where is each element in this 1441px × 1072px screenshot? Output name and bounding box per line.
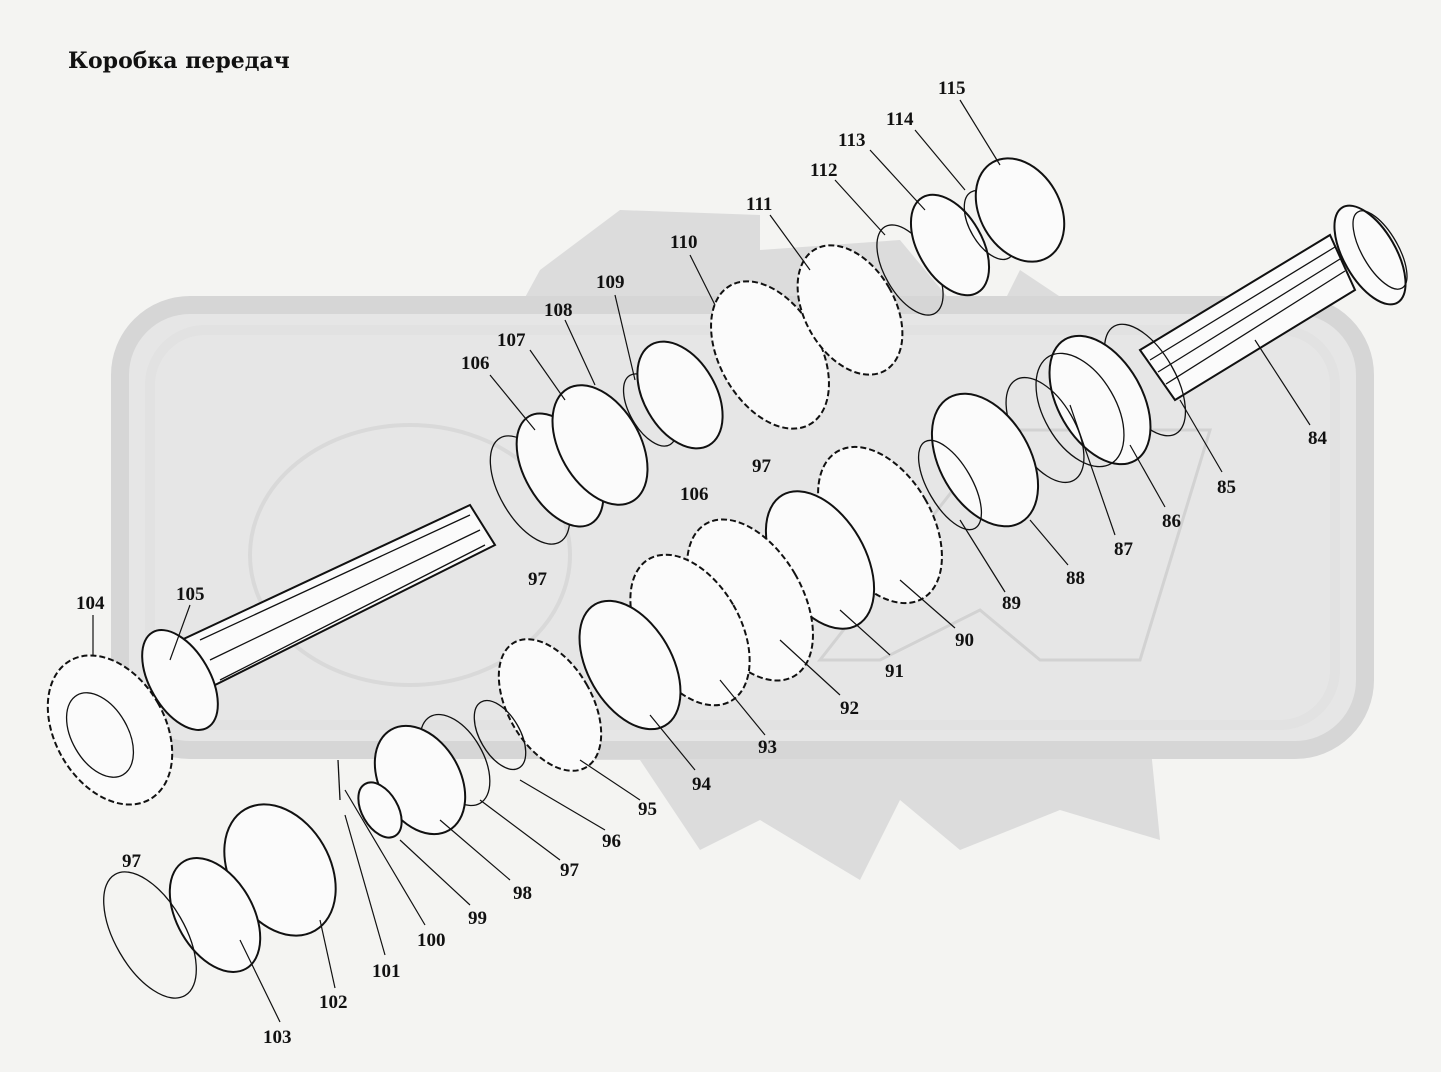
- callout-106-b: 106: [680, 484, 709, 505]
- parts-90-96-gear-set: [473, 445, 943, 772]
- callout-88: 88: [1066, 568, 1085, 589]
- callout-97-d: 97: [122, 851, 142, 872]
- callout-labels: 84 85 86 87 88 89 90 91 92 93 94 95 96 9…: [76, 78, 1328, 1048]
- callout-114: 114: [886, 109, 914, 130]
- callout-115: 115: [938, 78, 965, 99]
- callout-100: 100: [417, 930, 446, 951]
- parts-85-89-bearing-assembly: [917, 323, 1187, 531]
- callout-93: 93: [758, 737, 777, 758]
- callout-113: 113: [838, 130, 865, 151]
- callout-97-b: 97: [528, 569, 548, 590]
- callout-102: 102: [319, 992, 348, 1013]
- leader-lines: [92, 99, 1311, 1023]
- callout-85: 85: [1217, 477, 1236, 498]
- callout-96: 96: [602, 831, 621, 852]
- callout-109: 109: [596, 272, 625, 293]
- callout-108: 108: [544, 300, 573, 321]
- callout-103: 103: [263, 1027, 292, 1048]
- callout-106-a: 106: [461, 353, 490, 374]
- page-title: Коробка передач: [68, 48, 290, 74]
- callout-110: 110: [670, 232, 697, 253]
- callout-94: 94: [692, 774, 712, 795]
- parts-106-115-upper-gear-group: [489, 157, 1066, 545]
- callout-87: 87: [1114, 539, 1134, 560]
- callout-95: 95: [638, 799, 657, 820]
- callout-112: 112: [810, 160, 837, 181]
- callout-107: 107: [497, 330, 526, 351]
- callout-99: 99: [468, 908, 487, 929]
- callout-101: 101: [372, 961, 401, 982]
- part-84-primary-shaft: [1138, 204, 1408, 402]
- callout-86: 86: [1162, 511, 1181, 532]
- callout-84: 84: [1308, 428, 1328, 449]
- callout-97-a: 97: [752, 456, 772, 477]
- callout-91: 91: [885, 661, 904, 682]
- callout-111: 111: [746, 194, 772, 215]
- parts-97-103-rear-bearing-group: [103, 713, 491, 999]
- callout-89: 89: [1002, 593, 1021, 614]
- callout-105: 105: [176, 584, 205, 605]
- parts-104-105-output-shaft: [46, 503, 497, 806]
- callout-92: 92: [840, 698, 859, 719]
- callout-98: 98: [513, 883, 532, 904]
- callout-90: 90: [955, 630, 974, 651]
- callout-104: 104: [76, 593, 105, 614]
- callout-97-c: 97: [560, 860, 580, 881]
